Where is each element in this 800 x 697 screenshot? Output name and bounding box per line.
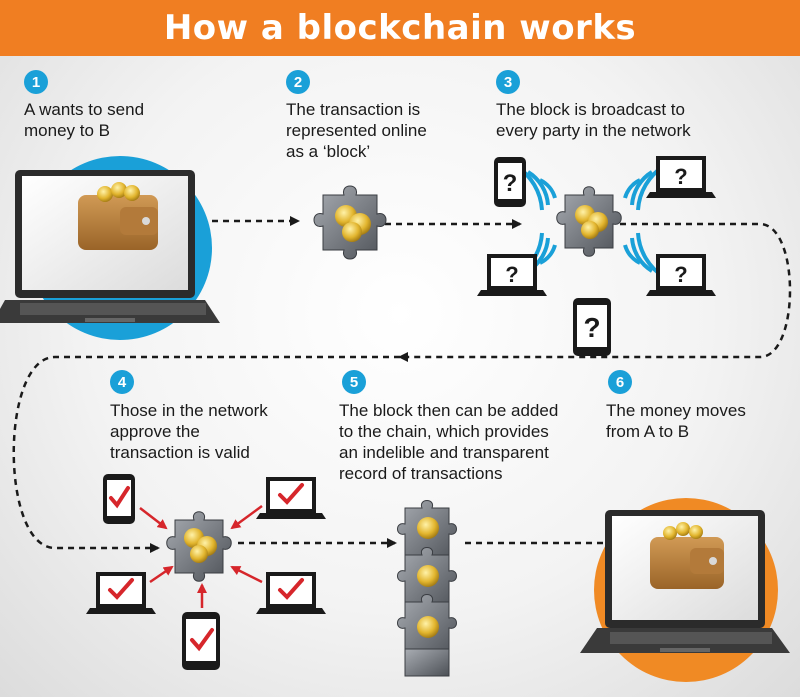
broadcast-block-icon	[556, 186, 622, 257]
step-6-badge: 6	[608, 370, 632, 394]
page-title: How a blockchain works	[163, 8, 637, 48]
question-mark-icon: ?	[503, 170, 518, 197]
network-laptop-approved-3	[256, 572, 326, 614]
title-banner: How a blockchain works	[0, 0, 800, 56]
network-laptop-unknown-3: ?	[646, 254, 716, 296]
step-1-badge: 1	[24, 70, 48, 94]
network-phone-approved-2	[182, 612, 220, 670]
check-icon	[190, 628, 214, 652]
check-icon	[278, 578, 304, 600]
receiver-wallet-icon	[650, 522, 724, 589]
step-4-badge: 4	[110, 370, 134, 394]
network-laptop-unknown-1: ?	[646, 156, 716, 198]
network-phone-unknown-2: ?	[573, 298, 611, 356]
step-4-text: Those in the network approve the transac…	[110, 401, 268, 462]
check-icon	[109, 486, 130, 509]
transaction-block-icon	[313, 185, 387, 260]
check-icon	[108, 578, 134, 600]
step-2-text: The transaction is represented online as…	[286, 100, 427, 161]
step-2-badge: 2	[286, 70, 310, 94]
approval-arrows	[139, 504, 263, 608]
question-mark-icon: ?	[505, 262, 518, 287]
step-1-text: A wants to send money to B	[24, 100, 145, 140]
flow-path	[12, 216, 792, 553]
step-5-badge: 5	[342, 370, 366, 394]
network-laptop-unknown-2: ?	[477, 254, 547, 296]
blockchain-stack-icon	[397, 500, 457, 677]
step-3-badge: 3	[496, 70, 520, 94]
question-mark-icon: ?	[674, 262, 687, 287]
network-phone-approved-1	[103, 474, 135, 524]
network-phone-unknown-1: ?	[494, 157, 526, 207]
sender-wallet-icon	[78, 182, 158, 250]
step-5-text: The block then can be added to the chain…	[339, 401, 559, 483]
step-6-text: The money moves from A to B	[606, 401, 746, 441]
step-3-text: The block is broadcast to every party in…	[496, 100, 691, 140]
check-icon	[278, 483, 304, 505]
question-mark-icon: ?	[674, 164, 687, 189]
approve-block-icon	[166, 511, 232, 582]
question-mark-icon: ?	[583, 312, 600, 343]
network-laptop-approved-2	[86, 572, 156, 614]
network-laptop-approved-1	[256, 477, 326, 519]
